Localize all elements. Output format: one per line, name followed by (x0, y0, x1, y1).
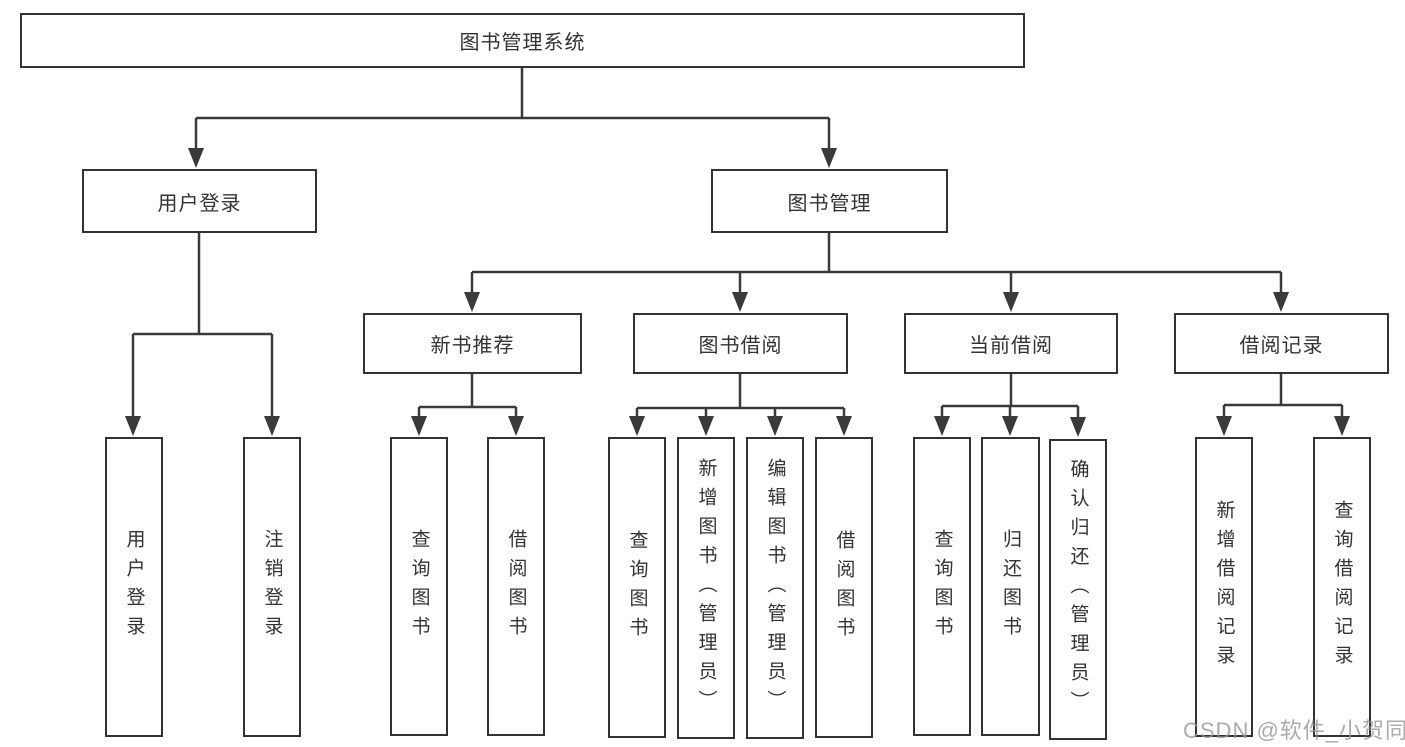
node-label: 借阅图书 (505, 528, 527, 645)
node-leaf-borrow-book-2: 借阅图书 (815, 437, 873, 738)
node-label: 借阅图书 (833, 529, 855, 646)
node-label: 归还图书 (1000, 528, 1021, 645)
node-label: 借阅记录 (1239, 335, 1324, 357)
node-label: 图书管理系统 (459, 32, 586, 54)
node-label: 查询图书 (931, 528, 953, 645)
node-label: 图书管理 (787, 192, 872, 215)
connector-new-book-children (411, 374, 524, 436)
node-book-management: 图书管理 (711, 169, 948, 233)
node-label: 查询图书 (408, 528, 430, 645)
node-leaf-user-login: 用户登录 (105, 437, 163, 737)
node-label: 用户登录 (123, 529, 145, 645)
node-label: 注销登录 (261, 529, 283, 645)
node-label: 查询图书 (626, 529, 648, 646)
connector-root-to-level2 (188, 68, 837, 168)
node-leaf-add-borrow-record: 新增借阅记录 (1195, 437, 1253, 737)
node-current-borrow: 当前借阅 (904, 313, 1118, 374)
connector-book-borrow-children (629, 374, 852, 436)
node-label: 编辑图书（管理员） (764, 457, 786, 719)
node-label: 新书推荐 (430, 335, 515, 357)
node-user-login: 用户登录 (82, 169, 317, 233)
node-label: 用户登录 (157, 192, 242, 215)
node-root: 图书管理系统 (20, 13, 1025, 68)
node-borrow-record: 借阅记录 (1174, 313, 1389, 374)
node-label: 当前借阅 (969, 335, 1053, 357)
node-leaf-query-book-1: 查询图书 (390, 437, 448, 736)
node-leaf-borrow-book-1: 借阅图书 (487, 437, 545, 736)
node-leaf-query-borrow-record: 查询借阅记录 (1313, 437, 1371, 737)
connector-borrow-record-children (1216, 374, 1350, 436)
node-new-book-recommend: 新书推荐 (363, 313, 582, 374)
node-book-borrow: 图书借阅 (633, 313, 848, 374)
node-label: 确认归还（管理员） (1067, 459, 1089, 720)
node-leaf-confirm-return-admin: 确认归还（管理员） (1049, 439, 1107, 740)
node-label: 新增借阅记录 (1213, 500, 1235, 674)
node-label: 查询借阅记录 (1331, 500, 1353, 674)
connector-user-login-children (125, 233, 280, 436)
node-leaf-logout: 注销登录 (243, 437, 301, 737)
node-leaf-edit-book-admin: 编辑图书（管理员） (746, 437, 804, 739)
connector-book-mgmt-children (464, 233, 1289, 312)
csdn-watermark: CSDN @软件_小贺同学 (1183, 718, 1405, 743)
node-label: 新增图书（管理员） (695, 457, 717, 719)
node-leaf-add-book-admin: 新增图书（管理员） (677, 437, 735, 739)
node-leaf-return-book: 归还图书 (981, 437, 1040, 736)
node-leaf-query-book-2: 查询图书 (608, 437, 666, 738)
connector-current-borrow-children (934, 374, 1086, 437)
node-label: 图书借阅 (698, 335, 783, 357)
node-leaf-query-book-3: 查询图书 (913, 437, 971, 736)
